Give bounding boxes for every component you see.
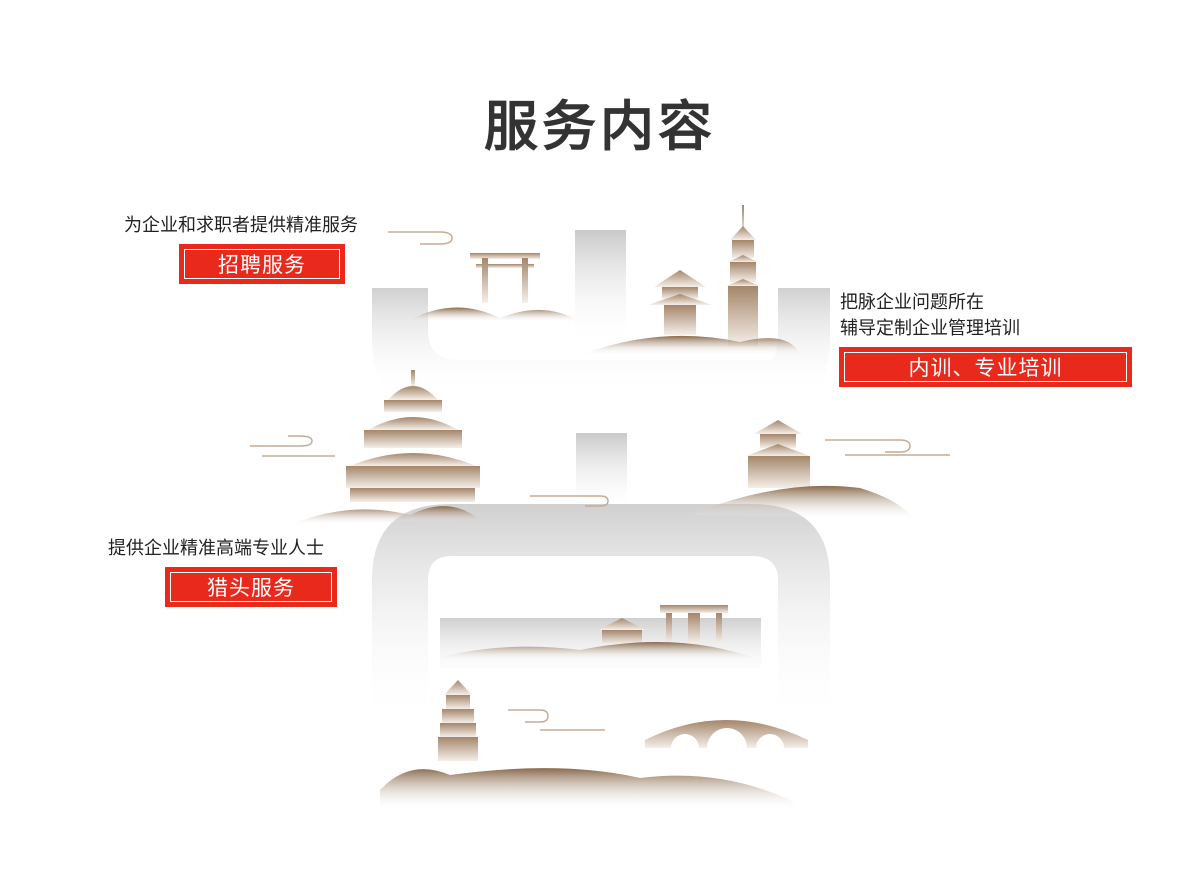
archway xyxy=(660,605,728,643)
training-description-line-2: 辅导定制企业管理培训 xyxy=(840,318,1020,339)
headhunting-service-tag[interactable]: 猎头服务 xyxy=(165,567,337,607)
cloud-swirls xyxy=(250,231,950,731)
lower-panel xyxy=(440,618,761,668)
upper-center-bar xyxy=(575,230,626,344)
pavilion xyxy=(648,270,712,335)
page-title: 服务内容 xyxy=(484,95,716,158)
tall-pagoda xyxy=(726,205,760,346)
recruitment-description: 为企业和求职者提供精准服务 xyxy=(124,215,358,236)
recruitment-service-tag[interactable]: 招聘服务 xyxy=(179,244,345,284)
upper-frame xyxy=(372,288,830,412)
gate-tower xyxy=(746,420,810,488)
small-pagoda xyxy=(438,680,478,761)
training-service-label: 内训、专业培训 xyxy=(844,352,1127,382)
training-description-line-1: 把脉企业问题所在 xyxy=(840,292,984,313)
recruitment-service-label: 招聘服务 xyxy=(184,249,340,279)
headhunting-service-label: 猎头服务 xyxy=(170,572,332,602)
torii-gate xyxy=(470,253,540,303)
small-temple xyxy=(598,618,646,644)
stone-bridge xyxy=(645,720,808,768)
temple-of-heaven xyxy=(346,370,480,502)
training-service-tag[interactable]: 内训、专业培训 xyxy=(839,347,1132,387)
headhunting-description: 提供企业精准高端专业人士 xyxy=(108,538,324,559)
middle-center-bar xyxy=(576,433,627,513)
